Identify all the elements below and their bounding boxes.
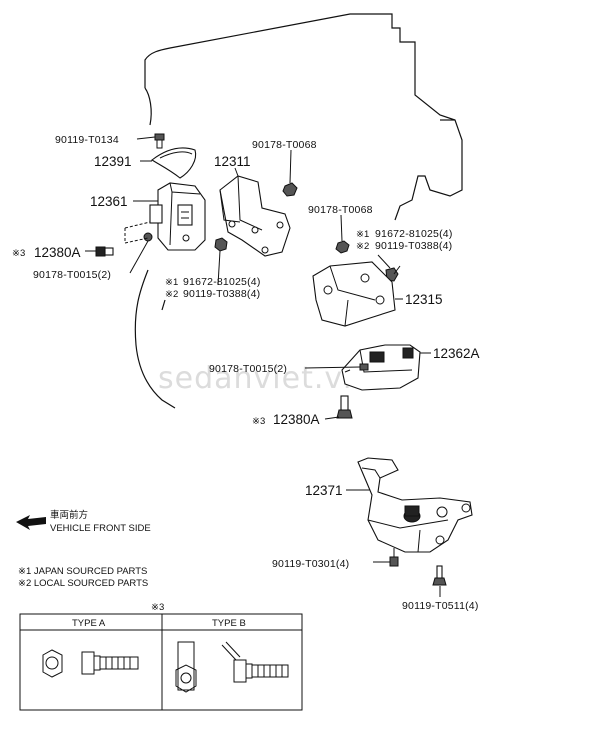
label-bolt-t0301: 90119-T0301(4) (272, 558, 349, 570)
label-bolt-jp-right: 91672-81025(4) (375, 228, 453, 240)
type-a-bolt-icon (42, 649, 139, 678)
bolt-91672-left (214, 237, 228, 252)
engine-outline (134, 13, 463, 409)
label-12391: 12391 (94, 154, 132, 169)
label-12380a-left: 12380A (34, 245, 81, 260)
label-nut-t0015-left: 90178-T0015(2) (33, 269, 111, 281)
part-12391 (151, 147, 197, 179)
table-header-type-a: TYPE A (72, 618, 106, 629)
label-bolt-local-right: 90119-T0388(4) (375, 240, 452, 252)
bolt-12380a-left (95, 246, 114, 257)
label-bolt-local-left-mark: ※2 (165, 289, 178, 300)
table-header-type-b: TYPE B (212, 618, 246, 629)
label-bolt-t0134: 90119-T0134 (55, 134, 119, 146)
label-front-jp: 車両前方 (50, 509, 88, 521)
label-bolt-jp-left: 91672-81025(4) (183, 276, 261, 288)
label-12380a-mid-mark: ※3 (252, 416, 265, 427)
note-japan-sourced: ※1 JAPAN SOURCED PARTS (18, 566, 147, 577)
label-nut-t0015-mid: 90178-T0015(2) (209, 363, 287, 375)
bolt-12380a-mid (336, 395, 353, 419)
bolt-t0134 (154, 133, 165, 149)
label-bolt-local-left: 90119-T0388(4) (183, 288, 260, 300)
leader-lines (85, 136, 441, 597)
part-12311 (219, 175, 291, 257)
label-12361: 12361 (90, 194, 128, 209)
label-bolt-local-right-mark: ※2 (356, 241, 369, 252)
table-marker: ※3 (151, 602, 164, 613)
label-12315: 12315 (405, 292, 443, 307)
label-nut-t0068-a: 90178-T0068 (252, 139, 317, 151)
label-12311: 12311 (214, 154, 251, 169)
label-12380a-mid: 12380A (273, 412, 320, 427)
bolt-t0301 (389, 548, 399, 567)
bolt-t0511 (432, 565, 447, 586)
type-table (19, 613, 303, 711)
type-b-bolt-icon (175, 641, 289, 693)
label-front-en: VEHICLE FRONT SIDE (50, 523, 151, 534)
label-12380a-left-mark: ※3 (12, 248, 25, 259)
watermark: sedanviet.vn (158, 361, 363, 396)
nut-t0068-b (335, 240, 350, 254)
bolt-91672-right (385, 265, 401, 282)
label-bolt-jp-left-mark: ※1 (165, 277, 178, 288)
part-12361 (124, 182, 206, 251)
label-12362a: 12362A (433, 346, 480, 361)
label-bolt-t0511: 90119-T0511(4) (402, 600, 479, 612)
label-nut-t0068-b: 90178-T0068 (308, 204, 373, 216)
label-bolt-jp-right-mark: ※1 (356, 229, 369, 240)
note-local-sourced: ※2 LOCAL SOURCED PARTS (18, 578, 148, 589)
nut-t0068-a (282, 182, 298, 197)
part-12315 (312, 261, 396, 327)
part-12371 (357, 457, 473, 553)
label-12371: 12371 (305, 483, 343, 498)
front-direction-arrow (16, 515, 46, 530)
part-12362a (341, 344, 421, 391)
